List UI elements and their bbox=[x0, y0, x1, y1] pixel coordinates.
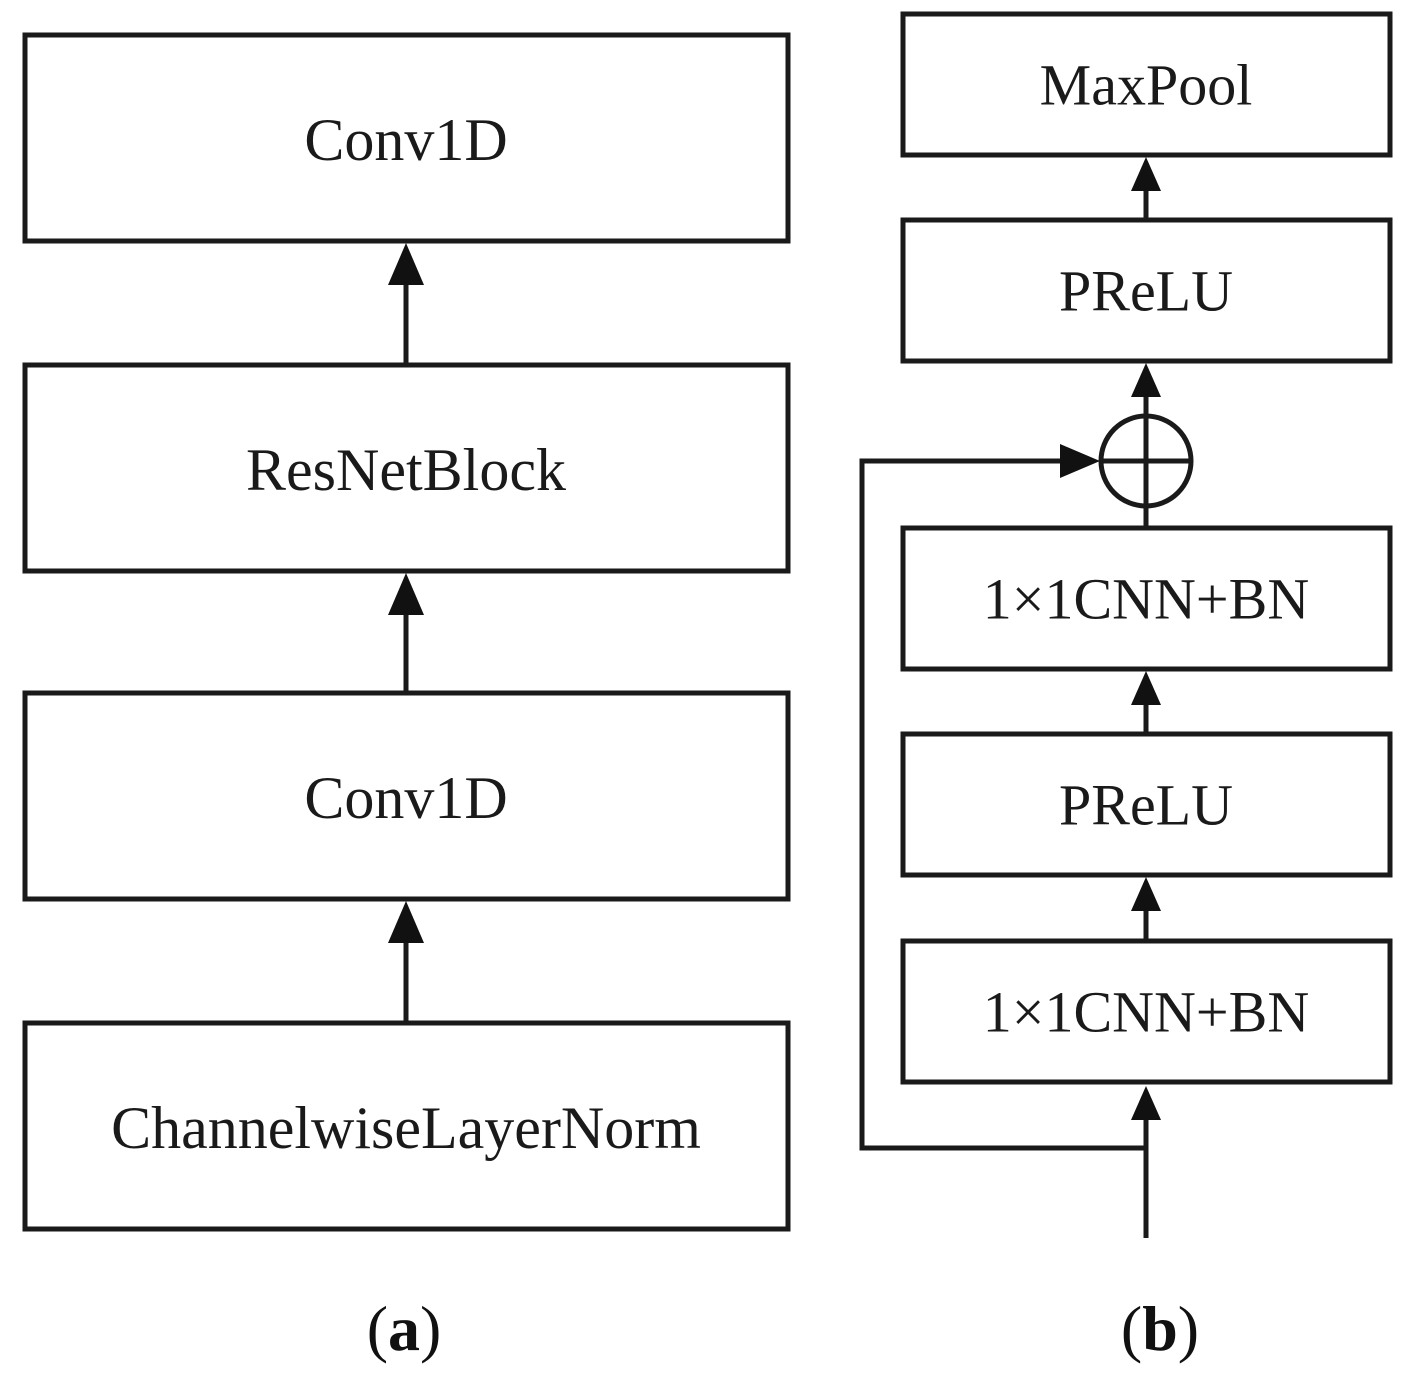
b-block-prelu-bottom-label: PReLU bbox=[1059, 773, 1233, 838]
a-block-resnetblock-label: ResNetBlock bbox=[246, 437, 566, 503]
b-arrow-cnn-to-prelu bbox=[1131, 877, 1161, 941]
add-operator-icon bbox=[1098, 413, 1194, 509]
a-arrowhead-1 bbox=[388, 901, 424, 943]
caption-b-open: ( bbox=[1121, 1293, 1142, 1364]
a-block-resnetblock bbox=[22, 362, 791, 574]
b-arrowhead-4 bbox=[1131, 157, 1161, 191]
b-block-prelu-bottom bbox=[900, 731, 1393, 878]
b-arrowhead-1 bbox=[1131, 877, 1161, 911]
a-block-conv1d-top-label: Conv1D bbox=[304, 107, 507, 173]
caption-a: (a) bbox=[367, 1293, 442, 1364]
b-arrowhead-input bbox=[1131, 1086, 1161, 1120]
a-block-channelwise-layernorm bbox=[22, 1020, 791, 1232]
b-arrowhead-2 bbox=[1131, 671, 1161, 705]
a-block-conv1d-bottom-label: Conv1D bbox=[304, 765, 507, 831]
caption-b: (b) bbox=[1121, 1293, 1199, 1364]
b-block-prelu-top bbox=[900, 217, 1393, 364]
panel-b: MaxPool PReLU 1×1CNN+BN PReLU 1×1CNN+BN bbox=[859, 11, 1393, 1364]
caption-a-letter: a bbox=[388, 1293, 420, 1364]
b-block-cnn-bn-top bbox=[900, 525, 1393, 672]
a-block-conv1d-top bbox=[22, 32, 791, 244]
a-arrowhead-3 bbox=[388, 243, 424, 285]
b-block-maxpool bbox=[900, 11, 1393, 158]
b-arrowhead-skip bbox=[1060, 444, 1100, 478]
b-skip-connection bbox=[859, 444, 1146, 1151]
a-arrowhead-2 bbox=[388, 573, 424, 615]
b-arrow-prelu-to-maxpool bbox=[1131, 157, 1161, 220]
b-block-cnn-bn-bottom-label: 1×1CNN+BN bbox=[983, 980, 1309, 1045]
b-block-maxpool-label: MaxPool bbox=[1040, 53, 1253, 118]
a-block-channelwise-layernorm-label: ChannelwiseLayerNorm bbox=[111, 1095, 701, 1161]
caption-b-close: ) bbox=[1178, 1293, 1199, 1364]
b-arrow-add-to-prelu bbox=[1131, 363, 1161, 416]
caption-b-letter: b bbox=[1142, 1293, 1178, 1364]
b-arrow-prelu-to-cnn bbox=[1131, 671, 1161, 734]
b-arrowhead-3 bbox=[1131, 363, 1161, 397]
panel-a: Conv1D ResNetBlock Conv1D ChannelwiseLay… bbox=[22, 32, 791, 1364]
b-input-arrow bbox=[1131, 1086, 1161, 1238]
b-block-cnn-bn-bottom bbox=[900, 938, 1393, 1085]
a-arrow-2 bbox=[388, 573, 424, 693]
b-block-prelu-top-label: PReLU bbox=[1059, 259, 1233, 324]
a-arrow-1 bbox=[388, 901, 424, 1023]
caption-a-open: ( bbox=[367, 1293, 388, 1364]
a-arrow-3 bbox=[388, 243, 424, 365]
b-block-cnn-bn-top-label: 1×1CNN+BN bbox=[983, 567, 1309, 632]
caption-a-close: ) bbox=[420, 1293, 441, 1364]
